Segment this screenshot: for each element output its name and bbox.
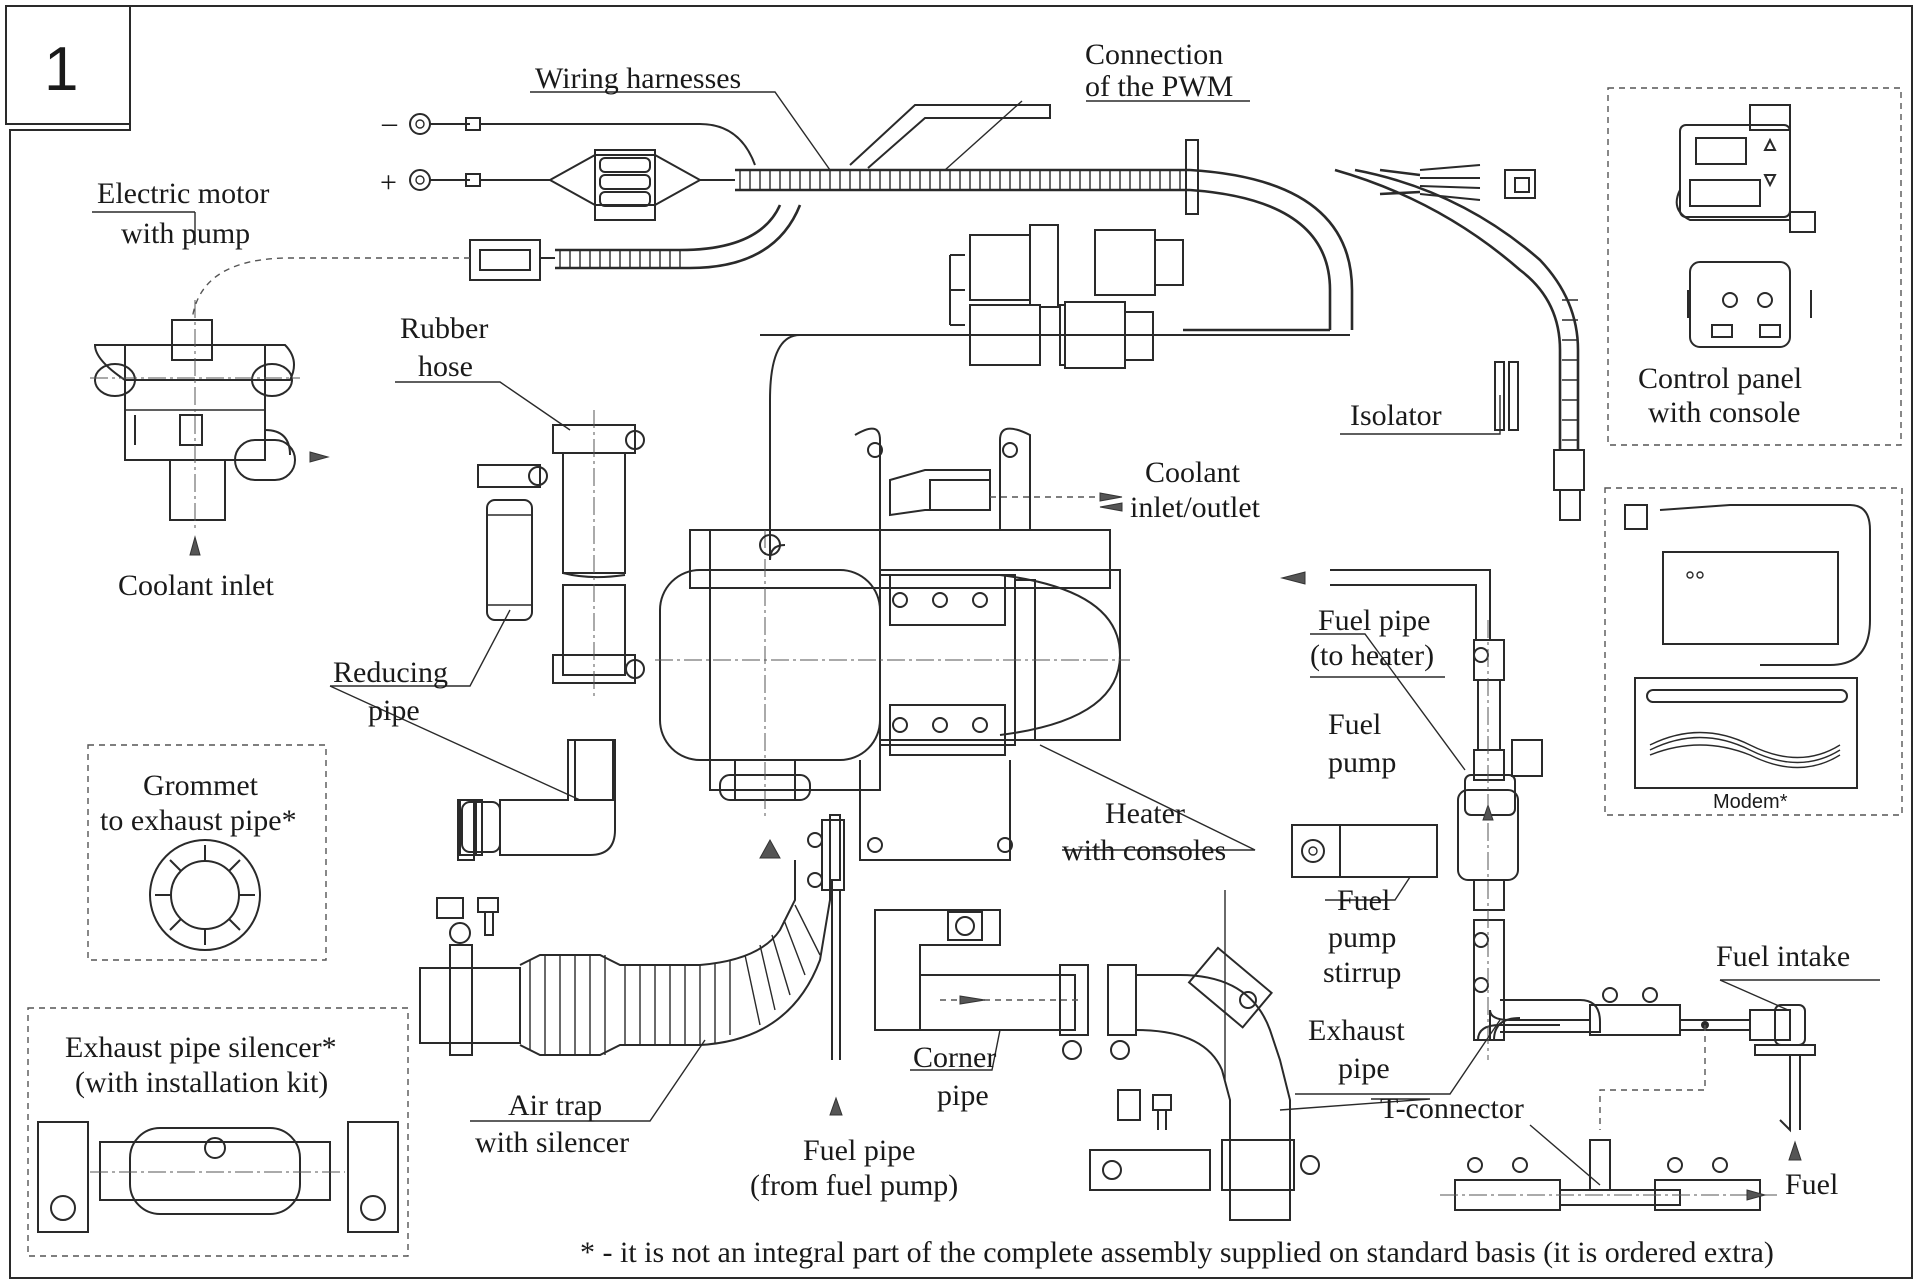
label-fuel-pipe-to-1: Fuel pipe xyxy=(1318,604,1431,637)
label-fuel-intake: Fuel intake xyxy=(1716,940,1850,973)
fuel-pipe-from-pump xyxy=(807,819,845,1116)
exhaust-pipe xyxy=(1089,946,1320,1221)
label-air-trap-2: with silencer xyxy=(475,1126,629,1159)
label-wiring-harnesses: Wiring harnesses xyxy=(535,62,741,95)
label-rubber-hose-1: Rubber xyxy=(400,312,488,345)
figure-number: 1 xyxy=(44,35,78,104)
label-isolator: Isolator xyxy=(1350,399,1442,432)
label-electric-motor-1: Electric motor xyxy=(97,177,269,210)
label-rubber-hose-2: hose xyxy=(418,350,473,383)
arrow-coolant-out xyxy=(1099,492,1123,502)
electric-motor-pump xyxy=(90,300,330,556)
label-exhaust-silencer-1: Exhaust pipe silencer* xyxy=(65,1031,337,1064)
label-fuel: Fuel xyxy=(1785,1168,1838,1201)
modem xyxy=(1604,487,1903,816)
label-reducing-pipe-1: Reducing xyxy=(333,656,448,689)
label-fuel-pipe-from-2: (from fuel pump) xyxy=(750,1169,958,1202)
heater-body xyxy=(655,427,1130,1060)
label-coolant-io-2: inlet/outlet xyxy=(1130,491,1261,524)
label-fuel-pipe-from-1: Fuel pipe xyxy=(803,1134,916,1167)
label-corner-pipe-2: pipe xyxy=(937,1079,989,1112)
label-modem: Modem* xyxy=(1713,791,1788,813)
label-air-trap-1: Air trap xyxy=(508,1089,602,1122)
label-stirrup-1: Fuel xyxy=(1337,884,1390,917)
label-plus: + xyxy=(380,166,397,199)
label-coolant-io-1: Coolant xyxy=(1145,456,1241,489)
label-heater-1: Heater xyxy=(1105,797,1185,830)
label-fuel-pipe-to-2: (to heater) xyxy=(1310,639,1434,672)
label-coolant-inlet: Coolant inlet xyxy=(118,569,274,602)
label-exhaust-silencer-2: (with installation kit) xyxy=(75,1066,328,1099)
label-fuel-pump-2: pump xyxy=(1328,746,1396,779)
isolator xyxy=(1494,361,1519,431)
grommet xyxy=(87,744,327,961)
label-exhaust-pipe-2: pipe xyxy=(1338,1052,1390,1085)
fuel-intake xyxy=(1749,1004,1816,1161)
fuel-line xyxy=(1280,569,1750,1130)
label-stirrup-3: stirrup xyxy=(1323,956,1401,989)
label-corner-pipe-1: Corner xyxy=(913,1041,996,1074)
exhaust-silencer xyxy=(27,1007,409,1257)
label-minus: – xyxy=(381,106,398,139)
label-connection-pwm-1: Connection xyxy=(1085,38,1223,71)
label-control-panel-2: with console xyxy=(1648,396,1800,429)
t-connector xyxy=(1440,1139,1780,1211)
label-connection-pwm-2: of the PWM xyxy=(1085,70,1233,103)
label-stirrup-2: pump xyxy=(1328,921,1396,954)
rubber-hose xyxy=(552,410,645,700)
reducing-pipe-straight xyxy=(477,464,548,621)
label-grommet-1: Grommet xyxy=(143,769,259,802)
outer-frame xyxy=(5,5,1913,1279)
label-fuel-pump-1: Fuel xyxy=(1328,708,1381,741)
control-panel xyxy=(1607,87,1902,446)
label-electric-motor-2: with pump xyxy=(121,217,250,250)
corner-pipe xyxy=(874,909,1137,1060)
air-trap xyxy=(419,860,831,1056)
wiring-harness xyxy=(191,104,1585,521)
harness-connectors xyxy=(760,224,1350,530)
arrow-coolant-in xyxy=(1099,502,1123,512)
label-reducing-pipe-2: pipe xyxy=(368,694,420,727)
label-t-connector: T-connector xyxy=(1380,1092,1524,1125)
reducing-pipe-elbow xyxy=(457,739,616,861)
label-grommet-2: to exhaust pipe* xyxy=(100,804,297,837)
label-exhaust-pipe-1: Exhaust xyxy=(1308,1014,1405,1047)
label-heater-2: with consoles xyxy=(1062,834,1226,867)
arrow-air-in xyxy=(759,838,781,859)
footnote: * - it is not an integral part of the co… xyxy=(580,1236,1774,1269)
fuel-pump-stirrup xyxy=(1291,824,1438,878)
label-control-panel-1: Control panel xyxy=(1638,362,1802,395)
leader-lines xyxy=(92,91,1880,1186)
